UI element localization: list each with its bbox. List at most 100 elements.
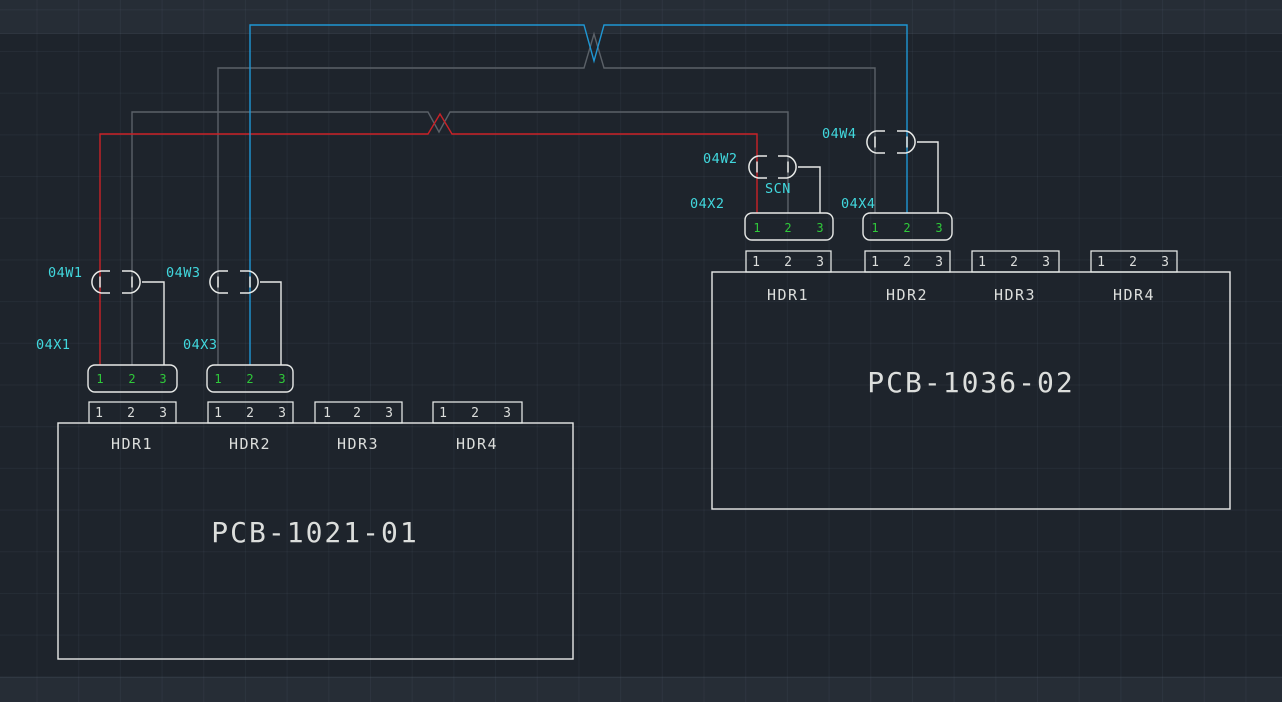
connector-pin-number: 3 [816, 221, 823, 235]
connector-pin-number: 2 [784, 221, 791, 235]
header-pin-number: 1 [323, 406, 331, 421]
header-pin-number: 3 [278, 406, 286, 421]
inline-connector-04W1[interactable]: 04W1 [48, 265, 141, 294]
header-pin-number: 1 [1097, 255, 1105, 270]
header-pin-number: 1 [214, 406, 222, 421]
connector-pin-number: 1 [214, 372, 221, 386]
connector-outline[interactable] [744, 212, 834, 241]
inline-connector-tag-label[interactable]: 04W1 [48, 265, 83, 281]
jumper-04w3[interactable] [260, 281, 282, 365]
shield-wire-lower[interactable] [131, 111, 789, 365]
header-outline[interactable] [207, 401, 294, 424]
inline-connector-right-half[interactable] [240, 270, 259, 294]
board-outline[interactable] [711, 271, 1231, 510]
board-label[interactable]: PCB-1021-01 [211, 516, 418, 549]
connector-tag-label[interactable]: 04X1 [36, 337, 71, 353]
connector-pin-number: 3 [159, 372, 166, 386]
connector-pin-number: 1 [96, 372, 103, 386]
connector-pin-number: 3 [935, 221, 942, 235]
header-pin-number: 1 [978, 255, 986, 270]
header-pin-number: 1 [439, 406, 447, 421]
inline-connector-left-half[interactable] [209, 270, 228, 294]
connector-pin-number: 2 [128, 372, 135, 386]
connector-outline[interactable] [206, 364, 294, 393]
inline-connector-right-half[interactable] [778, 155, 797, 179]
wire-note-label[interactable]: SCN [765, 181, 791, 197]
inline-connector-tag-label[interactable]: 04W3 [166, 265, 201, 281]
header-pin-number: 1 [95, 406, 103, 421]
connector-pin-number: 1 [753, 221, 760, 235]
header-pin-number: 2 [1010, 255, 1018, 270]
header-pin-number: 3 [816, 255, 824, 270]
header-label: HDR2 [229, 435, 271, 453]
header-outline[interactable] [1090, 250, 1178, 273]
header-pin-number: 1 [871, 255, 879, 270]
header-pin-number: 2 [353, 406, 361, 421]
inline-connector-04W3[interactable]: 04W3 [166, 265, 259, 294]
blue-wire[interactable] [249, 24, 908, 365]
inline-connector-tag-label[interactable]: 04W2 [703, 151, 738, 167]
connector-tag-label[interactable]: 04X3 [183, 337, 218, 353]
connector-pin-number: 2 [246, 372, 253, 386]
board-label[interactable]: PCB-1036-02 [867, 366, 1074, 399]
connector-pin-number: 2 [903, 221, 910, 235]
shield-wire-upper[interactable] [217, 31, 876, 365]
inline-connector-right-half[interactable] [897, 130, 916, 154]
header-pin-number: 3 [1042, 255, 1050, 270]
header-pin-number: 3 [385, 406, 393, 421]
header-label: HDR3 [994, 286, 1036, 304]
inline-connector-tag-label[interactable]: 04W4 [822, 126, 857, 142]
jumper-04w2[interactable] [798, 166, 821, 213]
connector-04X1[interactable]: 1 2 3 04X1 [36, 337, 178, 393]
connector-tag-label[interactable]: 04X4 [841, 196, 876, 212]
header-outline[interactable] [432, 401, 523, 424]
header-label: HDR3 [337, 435, 379, 453]
inline-connector-left-half[interactable] [748, 155, 767, 179]
header-label: HDR1 [767, 286, 809, 304]
inline-connector-right-half[interactable] [122, 270, 141, 294]
header-label: HDR4 [456, 435, 498, 453]
header-pin-number: 3 [1161, 255, 1169, 270]
connector-04X2[interactable]: 1 2 3 04X2 [690, 196, 834, 241]
header-pin-number: 2 [127, 406, 135, 421]
header-pin-number: 3 [503, 406, 511, 421]
header-label: HDR1 [111, 435, 153, 453]
header-outline[interactable] [864, 250, 951, 273]
jumper-04w4[interactable] [917, 141, 939, 213]
inline-connector-left-half[interactable] [91, 270, 110, 294]
inline-connector-04W4[interactable]: 04W4 [822, 126, 916, 154]
header-pin-number: 2 [246, 406, 254, 421]
header-pin-number: 2 [1129, 255, 1137, 270]
header-outline[interactable] [88, 401, 177, 424]
header-outline[interactable] [745, 250, 832, 273]
header-label: HDR4 [1113, 286, 1155, 304]
header-outline[interactable] [971, 250, 1060, 273]
connector-outline[interactable] [87, 364, 178, 393]
header-pin-number: 3 [935, 255, 943, 270]
inline-connector-left-half[interactable] [866, 130, 885, 154]
header-outline[interactable] [314, 401, 403, 424]
red-wire[interactable] [99, 112, 758, 365]
header-pin-number: 1 [752, 255, 760, 270]
inline-connector-04W2[interactable]: 04W2 [703, 151, 797, 179]
connector-tag-label[interactable]: 04X2 [690, 196, 725, 212]
header-pin-number: 2 [903, 255, 911, 270]
header-label: HDR2 [886, 286, 928, 304]
header-pin-number: 3 [159, 406, 167, 421]
jumper-04w1[interactable] [142, 281, 165, 365]
connector-outline[interactable] [862, 212, 953, 241]
